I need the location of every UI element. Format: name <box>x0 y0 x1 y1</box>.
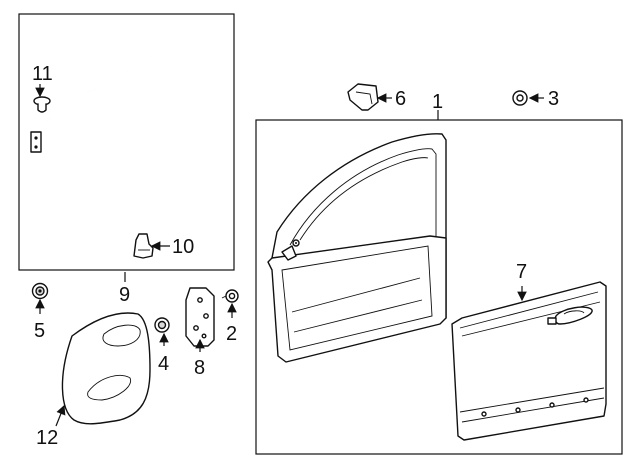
bracket-part-6 <box>347 83 379 111</box>
callout-6: 6 <box>395 88 406 110</box>
callout-10: 10 <box>172 236 194 258</box>
door-shell <box>267 133 447 363</box>
callout-8: 8 <box>194 357 205 379</box>
callout-2: 2 <box>226 323 237 345</box>
weatherstrip-group-box <box>18 13 235 271</box>
door-weatherstrip <box>30 30 225 248</box>
door-assembly-box <box>255 119 623 455</box>
callout-3: 3 <box>548 88 559 110</box>
callout-7: 7 <box>516 261 527 283</box>
water-shield-part-12 <box>61 312 151 425</box>
plug-part-3 <box>512 90 528 106</box>
outer-panel <box>451 281 607 441</box>
callout-11: 11 <box>32 63 53 85</box>
hinge-bracket-part-8 <box>185 287 215 347</box>
callout-4: 4 <box>158 353 169 375</box>
callout-5: 5 <box>34 320 45 342</box>
callout-1: 1 <box>432 91 443 113</box>
clip-part-11 <box>33 96 51 113</box>
grommet-part-4 <box>154 317 170 333</box>
clip-part-2 <box>221 289 239 303</box>
grommet-part-5 <box>31 282 49 300</box>
callout-12: 12 <box>36 427 58 449</box>
callout-9: 9 <box>119 284 130 306</box>
